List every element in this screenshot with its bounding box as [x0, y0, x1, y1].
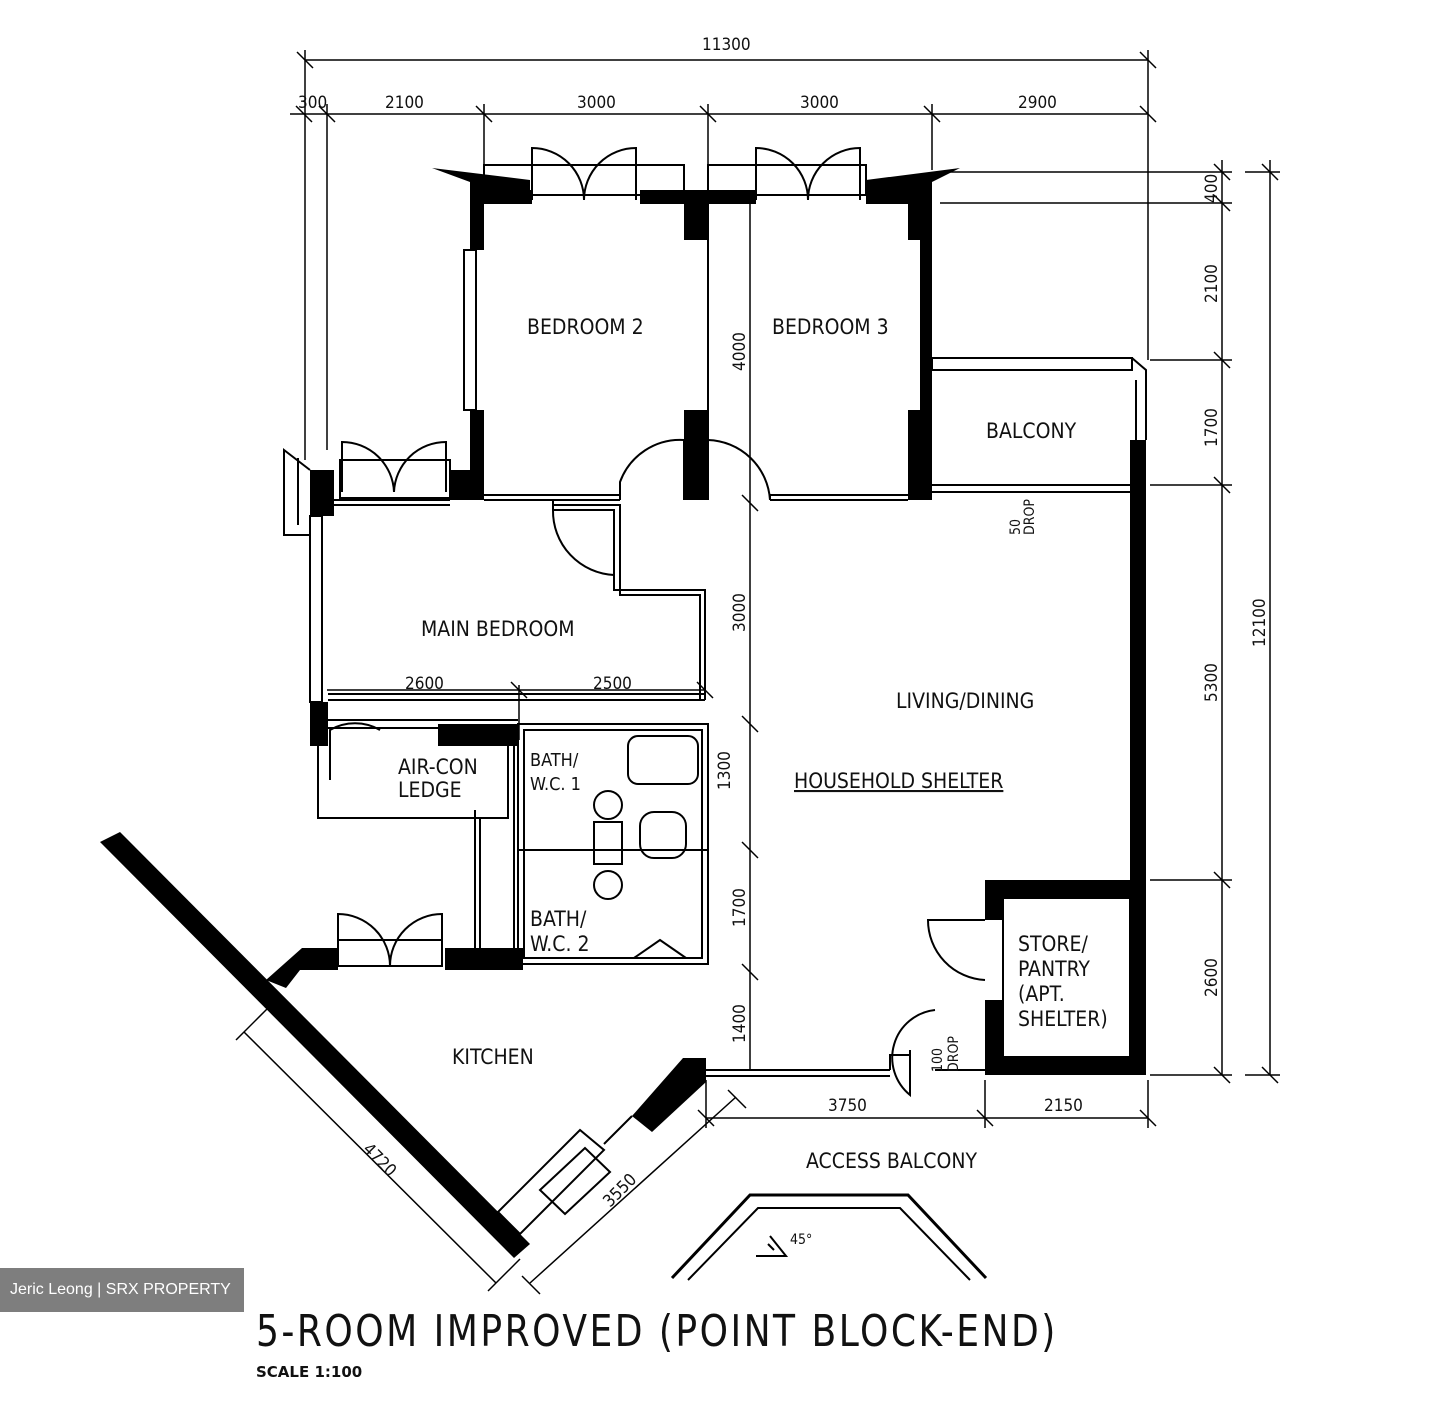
dim-right-5300: 5300 — [1202, 663, 1222, 702]
dim-overall-width: 11300 — [702, 35, 751, 55]
dim-overall-height: 12100 — [1250, 598, 1270, 647]
dimension-labels: 11300 300 2100 3000 3000 2900 400 2100 1… — [298, 35, 1270, 1212]
label-bath-wc1-line2: W.C. 1 — [530, 774, 581, 795]
label-aircon-line2: LEDGE — [398, 778, 462, 802]
dim-v-1700: 1700 — [730, 888, 750, 927]
dim-top-3000a: 3000 — [577, 93, 616, 113]
label-household-shelter: HOUSEHOLD SHELTER — [794, 769, 1003, 793]
dim-v-3000: 3000 — [730, 593, 750, 632]
drop-50-sub: DROP — [1022, 499, 1038, 535]
dim-v-4000: 4000 — [730, 332, 750, 371]
label-balcony: BALCONY — [986, 419, 1077, 443]
plan-title: 5-ROOM IMPROVED (POINT BLOCK-END) — [256, 1306, 1058, 1357]
drop-50-label: 50 — [1008, 519, 1024, 535]
dim-top-3000b: 3000 — [800, 93, 839, 113]
drop-100-sub: DROP — [946, 1036, 962, 1072]
label-store-line3: (APT. — [1018, 982, 1065, 1006]
label-store-line1: STORE/ — [1018, 932, 1088, 956]
dim-top-2100: 2100 — [385, 93, 424, 113]
label-living-dining: LIVING/DINING — [896, 689, 1034, 713]
dim-v-1300: 1300 — [715, 751, 735, 790]
drop-100-label: 100 — [930, 1048, 946, 1072]
label-bath-wc2-line1: BATH/ — [530, 907, 587, 931]
partitions — [283, 164, 1147, 1281]
dim-right-400: 400 — [1202, 174, 1222, 203]
label-main-bedroom: MAIN BEDROOM — [421, 617, 575, 641]
doors — [329, 146, 986, 1098]
dim-mid-2600: 2600 — [405, 674, 444, 694]
walls — [100, 168, 1146, 1258]
dimension-lines — [235, 50, 1280, 1295]
dim-right-2600: 2600 — [1202, 958, 1222, 997]
label-aircon-line1: AIR-CON — [398, 755, 478, 779]
label-kitchen: KITCHEN — [452, 1045, 534, 1069]
dim-right-1700: 1700 — [1202, 408, 1222, 447]
dim-bottom-2150: 2150 — [1044, 1096, 1083, 1116]
label-store-line2: PANTRY — [1018, 957, 1090, 981]
label-angle-45: 45° — [790, 1232, 812, 1248]
plan-scale: SCALE 1:100 — [256, 1363, 363, 1381]
dim-v-1400: 1400 — [730, 1004, 750, 1043]
dim-right-2100: 2100 — [1202, 264, 1222, 303]
dim-top-300: 300 — [298, 93, 327, 113]
watermark-credit: Jeric Leong | SRX PROPERTY — [0, 1268, 244, 1312]
dim-top-2900: 2900 — [1018, 93, 1057, 113]
dim-diag-4720: 4720 — [358, 1139, 400, 1181]
label-bath-wc1-line1: BATH/ — [530, 750, 579, 771]
room-labels: BEDROOM 2 BEDROOM 3 BALCONY MAIN BEDROOM… — [398, 315, 1108, 1248]
label-bedroom-2: BEDROOM 2 — [527, 315, 644, 339]
label-bedroom-3: BEDROOM 3 — [772, 315, 889, 339]
label-access-balcony: ACCESS BALCONY — [806, 1149, 977, 1173]
label-bath-wc2-line2: W.C. 2 — [530, 932, 589, 956]
label-store-line4: SHELTER) — [1018, 1007, 1108, 1031]
dim-bottom-3750: 3750 — [828, 1096, 867, 1116]
dim-mid-2500: 2500 — [593, 674, 632, 694]
